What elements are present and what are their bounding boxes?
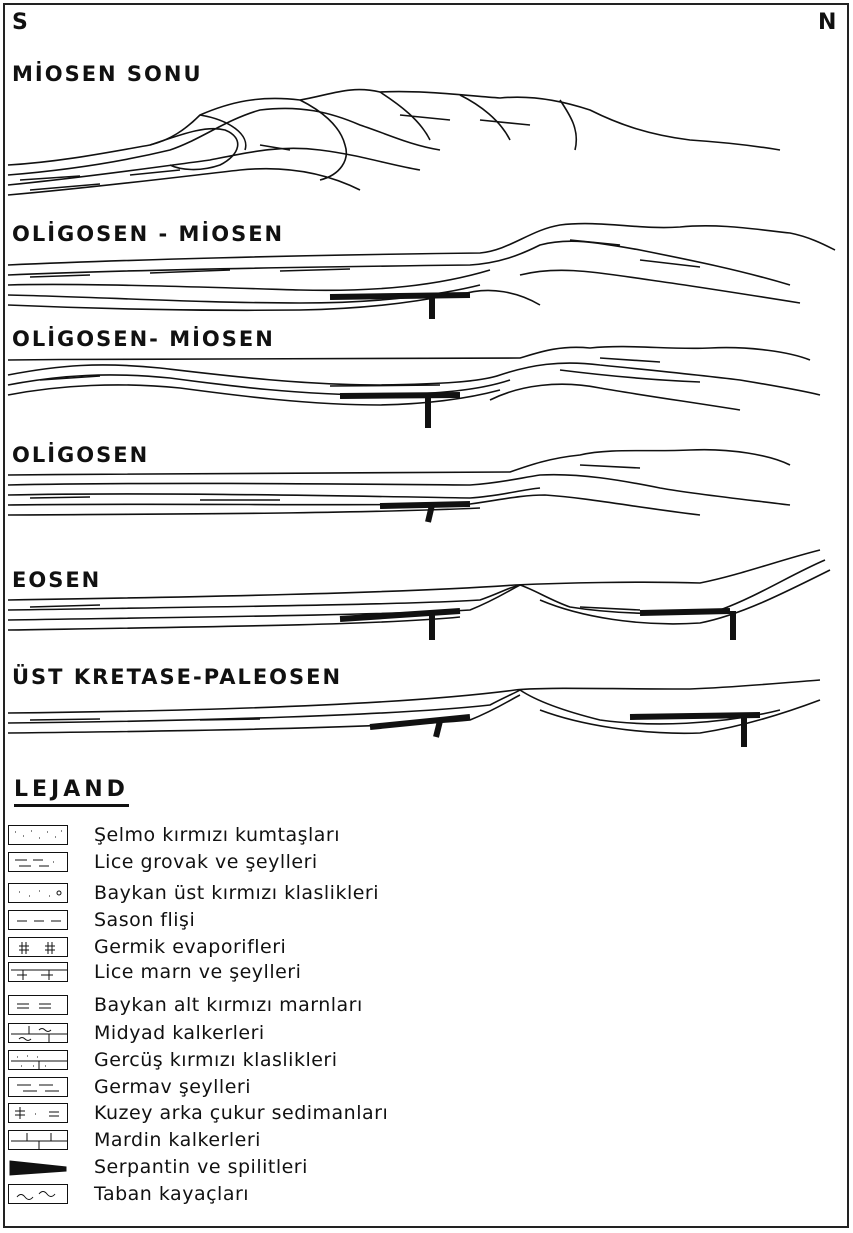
- cross-section-6: [0, 675, 853, 760]
- stage-title-1: MİOSEN SONU: [12, 62, 203, 86]
- swatch-dots-circle-icon: [8, 883, 68, 903]
- legend-label: Lice grovak ve şeylleri: [94, 851, 318, 873]
- legend-label: Mardin kalkerleri: [94, 1129, 261, 1151]
- cross-section-2: [0, 215, 853, 335]
- legend-label: Baykan üst kırmızı klaslikleri: [94, 882, 379, 904]
- cross-section-1: [0, 90, 853, 210]
- legend-label: Şelmo kırmızı kumtaşları: [94, 824, 340, 846]
- swatch-shale-icon: [8, 1077, 68, 1097]
- swatch-limestone-wave-icon: [8, 1023, 68, 1043]
- swatch-double-dash-icon: [8, 995, 68, 1015]
- legend-title: LEJAND: [14, 777, 129, 807]
- cross-section-5: [0, 545, 853, 650]
- south-label: S: [12, 10, 28, 35]
- cross-section-3: [0, 340, 853, 440]
- swatch-waves-icon: [8, 1184, 68, 1204]
- legend-label: Lice marn ve şeylleri: [94, 961, 301, 983]
- swatch-solid-icon: [8, 1157, 68, 1177]
- swatch-marl-icon: [8, 962, 68, 982]
- legend-label: Serpantin ve spilitleri: [94, 1156, 308, 1178]
- swatch-hash-icon: [8, 937, 68, 957]
- legend-label: Germav şeylleri: [94, 1076, 251, 1098]
- swatch-dots-lines-icon: [8, 1050, 68, 1070]
- cross-section-4: [0, 440, 853, 540]
- north-label: N: [818, 10, 836, 35]
- legend-label: Sason flişi: [94, 909, 195, 931]
- swatch-limestone-icon: [8, 1130, 68, 1150]
- swatch-dashes-icon: [8, 910, 68, 930]
- legend-label: Taban kayaçları: [94, 1183, 249, 1205]
- legend-label: Germik evaporifleri: [94, 936, 286, 958]
- legend-label: Kuzey arka çukur sedimanları: [94, 1102, 388, 1124]
- legend-label: Midyad kalkerleri: [94, 1022, 265, 1044]
- legend-label: Baykan alt kırmızı marnları: [94, 994, 363, 1016]
- swatch-mixed-icon: [8, 1103, 68, 1123]
- swatch-dash-dots-icon: [8, 852, 68, 872]
- legend-label: Gercüş kırmızı klaslikleri: [94, 1049, 338, 1071]
- swatch-dots-icon: [8, 825, 68, 845]
